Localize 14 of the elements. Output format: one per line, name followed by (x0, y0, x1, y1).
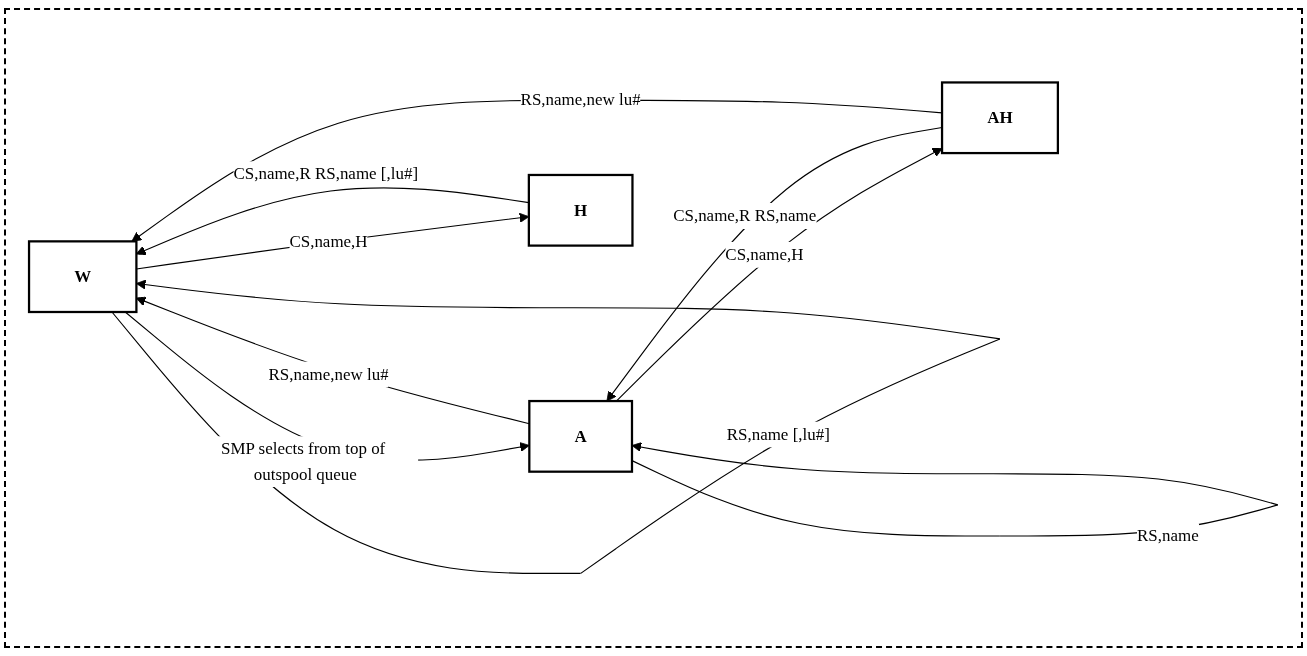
node-box: AH (940, 81, 1059, 155)
edge-label: CS,name,H (289, 232, 368, 251)
node-box: H (527, 173, 634, 247)
node-box: A (528, 399, 634, 473)
edge-label: RS,name,new lu# (268, 364, 389, 383)
node-box: W (27, 240, 138, 314)
edge-label: CS,name,H (725, 245, 804, 264)
arrow (131, 99, 943, 242)
edge-label: CS,name,R RS,name (673, 206, 817, 225)
edge-label: RS,name [,lu#] (726, 424, 830, 444)
edge-label: RS,name (1136, 526, 1199, 545)
edge-label: CS,name,R RS,name [,lu#] (233, 164, 419, 183)
edge-label: SMP selects from top of outspool queue (221, 439, 386, 484)
edge-label: RS,name,new lu# (520, 90, 641, 109)
